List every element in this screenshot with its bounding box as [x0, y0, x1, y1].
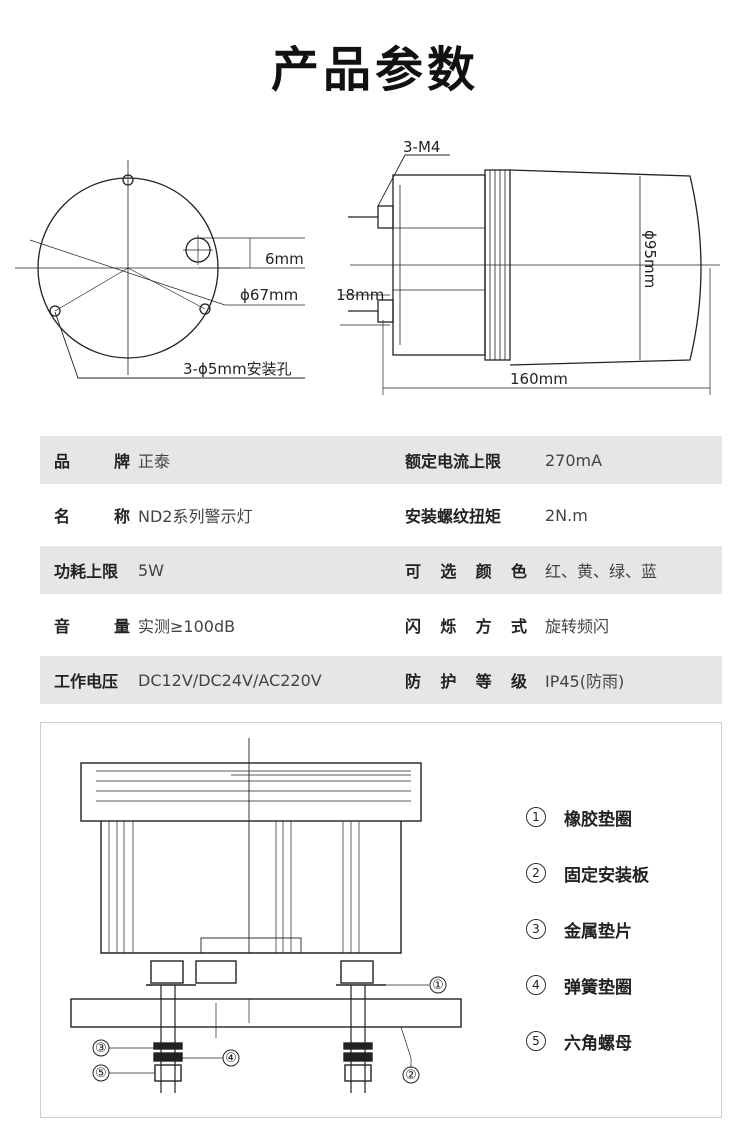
spec-value-voltage: DC12V/DC24V/AC220V	[138, 670, 322, 690]
dim-phi95: ϕ95mm	[641, 230, 659, 288]
callout-2: ②	[405, 1068, 417, 1083]
parts-legend: 1 橡胶垫圈 2 固定安装板 3 金属垫片 4 弹簧垫圈 5 六角螺母	[526, 789, 649, 1069]
legend-item: 5 六角螺母	[526, 1013, 649, 1069]
legend-number: 2	[526, 863, 546, 883]
legend-number: 4	[526, 975, 546, 995]
spec-value-protection: IP45(防雨)	[545, 672, 625, 691]
legend-label: 弹簧垫圈	[564, 977, 632, 998]
dim-phi67: ϕ67mm	[240, 286, 298, 304]
spec-value-torque: 2N.m	[545, 505, 588, 525]
installation-panel: ① ② ③ ④ ⑤ 1 橡胶垫圈 2 固定安装板 3 金属垫片 4 弹簧垫圈	[40, 722, 722, 1118]
dim-3m4: 3-M4	[403, 140, 440, 156]
side-view-drawing	[340, 154, 720, 395]
callout-3: ③	[95, 1041, 107, 1056]
spec-value-colors: 红、黄、绿、蓝	[545, 562, 658, 581]
spec-label-rated-current: 额定电流上限	[405, 452, 502, 471]
legend-label: 固定安装板	[564, 865, 649, 886]
spec-label-volume: 音量	[54, 617, 130, 636]
dimension-drawings: 6mm ϕ67mm 3-ϕ5mm安装孔 3-M4 18mm ϕ95mm 160m…	[15, 140, 720, 395]
dim-mounting-holes: 3-ϕ5mm安装孔	[183, 360, 292, 378]
spec-row: 音量 实测≥100dB 闪烁方式 旋转频闪	[40, 601, 722, 649]
spec-label-name: 名称	[54, 507, 130, 526]
callout-1: ①	[432, 978, 444, 993]
spec-row: 工作电压 DC12V/DC24V/AC220V 防护等级 IP45(防雨)	[40, 656, 722, 704]
legend-label: 金属垫片	[564, 921, 632, 942]
spec-label-brand: 品牌	[54, 452, 130, 471]
legend-item: 4 弹簧垫圈	[526, 957, 649, 1013]
legend-number: 1	[526, 807, 546, 827]
spec-row: 功耗上限 5W 可选颜色 红、黄、绿、蓝	[40, 546, 722, 594]
spec-label-flash-mode: 闪烁方式	[405, 617, 527, 636]
legend-label: 橡胶垫圈	[564, 809, 632, 830]
legend-number: 3	[526, 919, 546, 939]
callout-5: ⑤	[95, 1066, 107, 1081]
legend-label: 六角螺母	[564, 1033, 632, 1054]
legend-item: 3 金属垫片	[526, 901, 649, 957]
legend-number: 5	[526, 1031, 546, 1051]
spec-row: 名称 ND2系列警示灯 安装螺纹扭矩 2N.m	[40, 491, 722, 539]
installation-drawing: ① ② ③ ④ ⑤	[70, 738, 462, 1093]
dim-18mm: 18mm	[336, 286, 384, 304]
spec-row: 品牌 正泰 额定电流上限 270mA	[40, 436, 722, 484]
legend-item: 1 橡胶垫圈	[526, 789, 649, 845]
spec-label-colors: 可选颜色	[405, 562, 527, 581]
legend-item: 2 固定安装板	[526, 845, 649, 901]
callout-4: ④	[225, 1051, 237, 1066]
spec-value-volume: 实测≥100dB	[138, 617, 236, 636]
spec-value-name: ND2系列警示灯	[138, 507, 253, 526]
front-view-drawing	[15, 160, 305, 379]
spec-label-voltage: 工作电压	[54, 672, 119, 691]
dim-160mm: 160mm	[510, 370, 568, 388]
spec-value-brand: 正泰	[138, 452, 171, 471]
spec-value-rated-current: 270mA	[545, 450, 603, 470]
spec-label-torque: 安装螺纹扭矩	[405, 507, 502, 526]
spec-table: 品牌 正泰 额定电流上限 270mA 名称 ND2系列警示灯 安装螺纹扭矩 2N…	[40, 436, 722, 711]
spec-value-power: 5W	[138, 560, 164, 580]
spec-label-protection: 防护等级	[405, 672, 527, 691]
page-title: 产品参数	[270, 42, 479, 98]
dim-6mm: 6mm	[265, 250, 304, 268]
spec-label-power: 功耗上限	[54, 562, 119, 581]
spec-value-flash-mode: 旋转频闪	[545, 617, 610, 636]
